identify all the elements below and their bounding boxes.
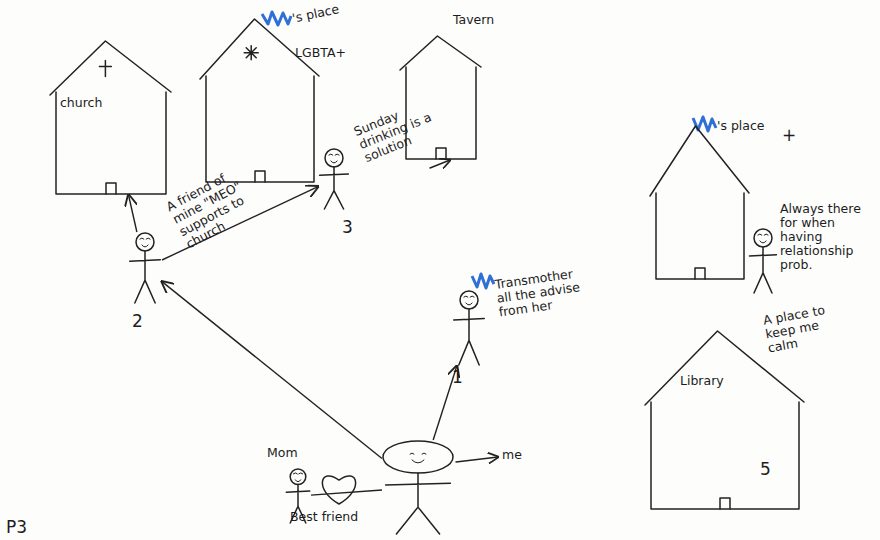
heart-symbol (322, 476, 355, 504)
figure-head (136, 233, 154, 251)
callout-number: 1 (452, 368, 463, 386)
callout-number: 2 (132, 312, 143, 330)
node-text: A place to keep me calm (762, 300, 848, 355)
figure-head (754, 229, 772, 247)
house-roof (400, 36, 481, 70)
figure-head (325, 149, 343, 167)
node-outline (318, 148, 350, 210)
node-text: LGBTA+ (295, 46, 375, 60)
callout-number: + (782, 126, 796, 144)
house-wall (206, 76, 314, 182)
redaction-scribble (262, 12, 291, 25)
node-text: Tavern (453, 13, 523, 27)
node-outline (650, 330, 800, 510)
person-figure: A friend of mine "MEO" supports to churc… (128, 232, 162, 304)
node-outline (452, 290, 486, 366)
person-figure: Transmother all the advise from her (452, 290, 486, 366)
figure-body (130, 251, 161, 303)
house-wall (651, 402, 799, 509)
leader-arrow (456, 457, 498, 462)
house-door (695, 268, 705, 279)
node-text: Mom (267, 446, 311, 460)
node-outline (382, 440, 454, 535)
figure-body (454, 309, 485, 365)
node-outline (205, 18, 315, 183)
figure-head (460, 291, 478, 309)
node-text: 's place (291, 0, 382, 26)
house-door (255, 171, 265, 182)
figure-body (320, 167, 349, 209)
star-symbol (244, 46, 258, 60)
place-house: 's placeLGBTA+ (205, 18, 315, 183)
person-figure: Always there for when having relationshi… (748, 228, 778, 294)
redaction-scribble (472, 274, 494, 288)
person-figure: Sunday drinking is a solution (318, 148, 350, 210)
node-text: Library (680, 374, 750, 388)
node-text: Best friend (290, 510, 420, 524)
redaction-scribble (693, 117, 716, 131)
smiley-face (410, 453, 426, 463)
connector-arrow (311, 490, 382, 495)
callout-number: 5 (760, 460, 771, 478)
house-roof (50, 41, 171, 95)
house-door (106, 183, 116, 194)
place-house: church (55, 40, 167, 195)
node-text: A friend of mine "MEO" supports to churc… (164, 164, 261, 251)
node-outline (318, 470, 360, 506)
connector-arrow (129, 195, 137, 232)
smiley-face (140, 238, 150, 247)
node-text: Transmother all the advise from her (494, 265, 593, 320)
figure-body (750, 247, 777, 293)
node-text: me (502, 448, 542, 462)
house-roof (650, 126, 749, 196)
node-text: Always there for when having relationshi… (780, 202, 864, 272)
node-outline (55, 40, 167, 195)
callout-number: P3 (6, 518, 27, 536)
leader-arrow (430, 160, 450, 168)
smiley-face (758, 234, 768, 243)
callout-number: 3 (342, 218, 353, 236)
figure-head (290, 469, 306, 485)
person-figure: me (382, 440, 454, 535)
smiley-face (329, 154, 339, 163)
cross-symbol (99, 61, 111, 77)
node-outline (655, 125, 745, 280)
node-outline (748, 228, 778, 294)
node-outline (128, 232, 162, 304)
place-house: 's place (655, 125, 745, 280)
smiley-face (464, 296, 474, 305)
connector-arrow (162, 282, 382, 459)
heart-node: Best friend (318, 470, 360, 506)
figure-body (386, 473, 451, 534)
node-text: Sunday drinking is a solution (352, 96, 442, 165)
smiley-face (293, 473, 302, 482)
house-door (720, 498, 730, 509)
place-house: LibraryA place to keep me calm (650, 330, 800, 510)
house-door (436, 148, 446, 159)
house-wall (656, 193, 744, 279)
figure-head (383, 441, 453, 473)
node-text: church (60, 96, 130, 110)
house-wall (56, 92, 166, 194)
